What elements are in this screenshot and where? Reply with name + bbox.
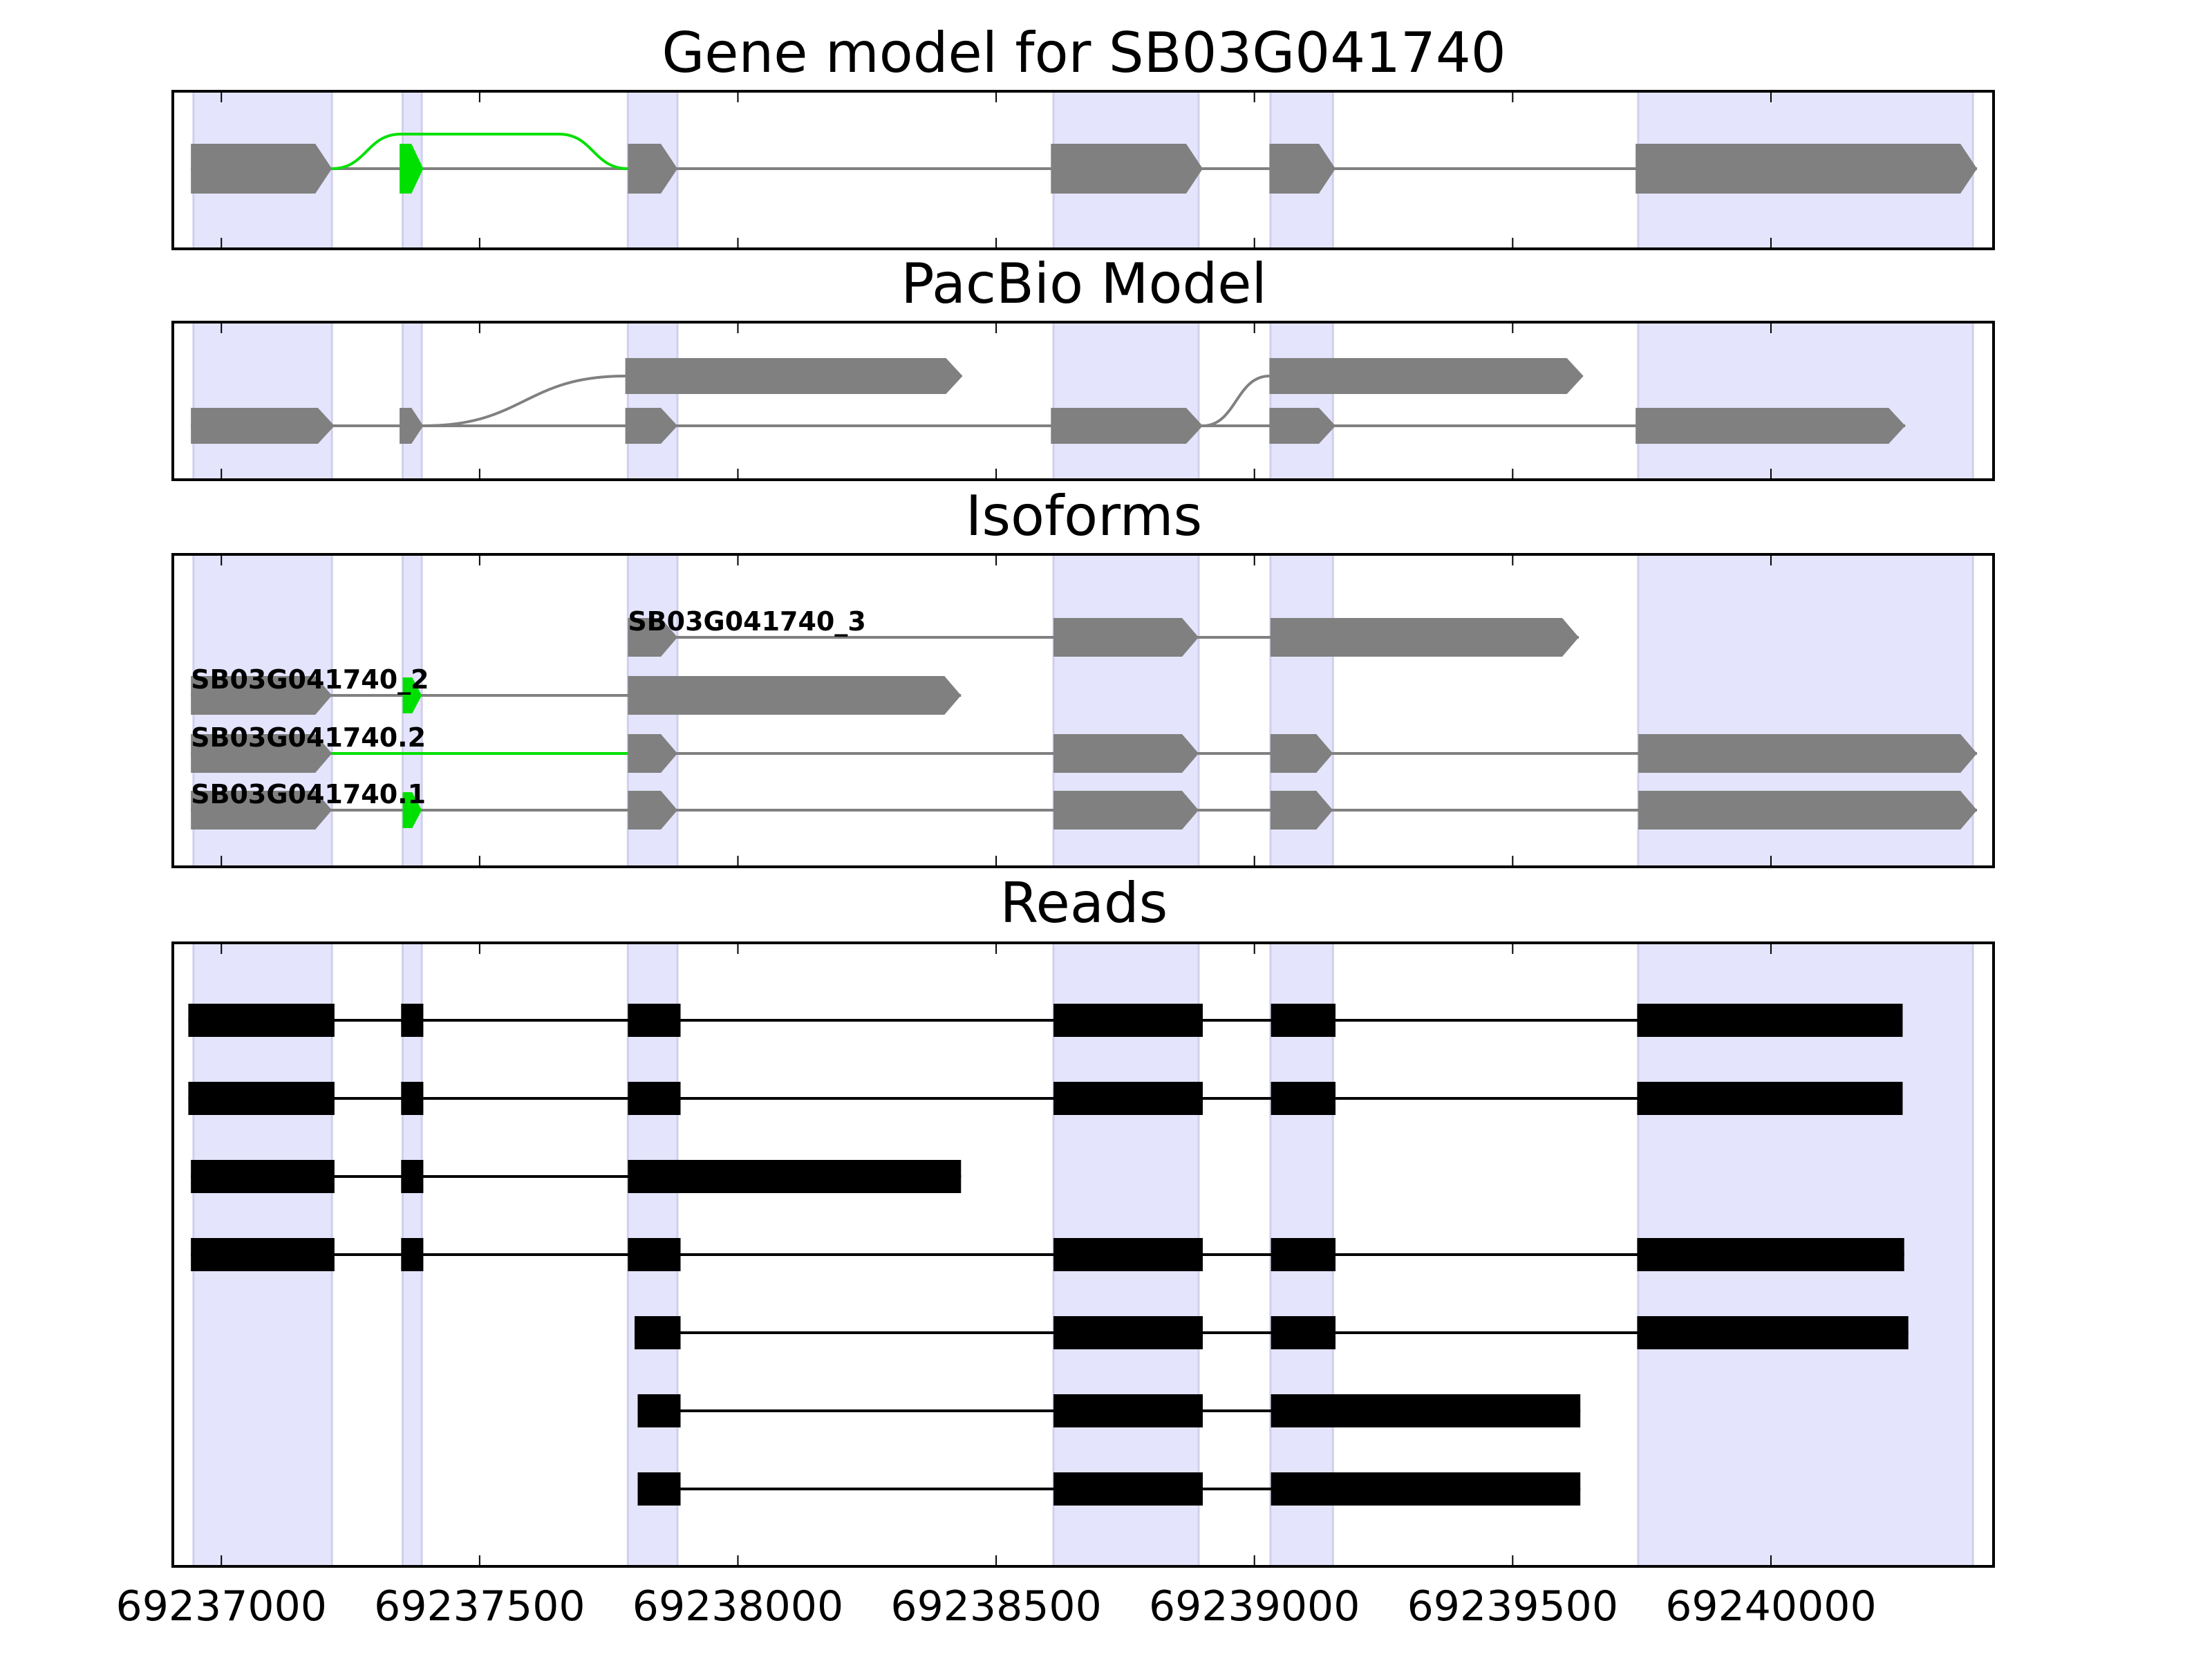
isoform-exon [1053, 791, 1199, 830]
isoform-label: SB03G041740_3 [628, 606, 866, 637]
read-block [637, 1394, 681, 1427]
isoform-exon [1270, 734, 1333, 773]
shaded-exon-region [192, 321, 333, 481]
shaded-exon-region [626, 321, 679, 481]
isoform-exon [1053, 618, 1199, 657]
isoform-exon [191, 791, 332, 830]
isoform-exon [1053, 734, 1199, 773]
pacbio-exon [1269, 358, 1584, 394]
exon [628, 144, 678, 194]
alt-exon [400, 144, 424, 194]
x-tick-label: 69238500 [890, 1582, 1101, 1631]
pacbio-junction-curve [423, 375, 626, 427]
alt-junction-arc [332, 133, 628, 170]
isoform-label: SB03G041740.2 [191, 722, 426, 753]
x-tick-label: 69237500 [374, 1582, 585, 1631]
pacbio-exon [1635, 408, 1906, 444]
title-reads: Reads [1000, 871, 1168, 935]
read-block [1637, 1238, 1904, 1271]
panel-frame [171, 941, 1995, 1568]
isoform-exon [191, 734, 332, 773]
title-isoforms: Isoforms [966, 484, 1202, 548]
read-block [1637, 1082, 1903, 1115]
panel-frame [171, 90, 1995, 250]
x-tick-label: 69238000 [632, 1582, 843, 1631]
panel-frame [171, 321, 1995, 481]
read-block [628, 1160, 962, 1193]
read-block [401, 1238, 424, 1271]
shaded-exon-region [1269, 321, 1334, 481]
isoform-exon [628, 676, 962, 715]
isoform-exon [1270, 791, 1333, 830]
read-block [1271, 1004, 1336, 1037]
read-block [628, 1004, 681, 1037]
pacbio-exon [191, 408, 335, 444]
x-tick-label: 69239000 [1149, 1582, 1360, 1631]
read-block [1053, 1238, 1203, 1271]
pacbio-exon [1051, 408, 1203, 444]
x-tick-label: 69237000 [116, 1582, 327, 1631]
read-block [1053, 1316, 1203, 1349]
read-block [637, 1472, 681, 1506]
read-block [188, 1082, 335, 1115]
isoform-exon [628, 618, 678, 657]
shaded-exon-region [402, 321, 423, 481]
title-gene-model: Gene model for SB03G041740 [662, 21, 1506, 85]
alt-exon [402, 792, 422, 828]
isoform-exon [628, 791, 678, 830]
exon [1635, 144, 1978, 194]
read-block [1053, 1004, 1203, 1037]
read-block [1271, 1238, 1336, 1271]
pacbio-exon [625, 358, 963, 394]
read-block [1053, 1394, 1203, 1427]
read-block [1271, 1316, 1336, 1349]
pacbio-exon [625, 408, 678, 444]
read-block [628, 1238, 681, 1271]
read-block [628, 1082, 681, 1115]
read-block [401, 1082, 424, 1115]
x-tick-label: 69239500 [1407, 1582, 1618, 1631]
isoform-exon [1638, 791, 1978, 830]
read-block [1053, 1472, 1203, 1506]
alt-exon [402, 677, 422, 713]
read-block [1053, 1082, 1203, 1115]
pacbio-exon [1269, 408, 1336, 444]
isoform-exon [1638, 734, 1978, 773]
read-block [1271, 1082, 1336, 1115]
read-block [1637, 1316, 1909, 1349]
isoform-label: SB03G041740_2 [191, 664, 429, 695]
read-block [401, 1160, 424, 1193]
shaded-exon-region [1052, 321, 1200, 481]
read-block [191, 1238, 335, 1271]
isoform-label: SB03G041740.1 [191, 779, 426, 809]
x-tick-label: 69240000 [1665, 1582, 1876, 1631]
isoform-exon [1270, 618, 1579, 657]
pacbio-exon [400, 408, 424, 444]
read-block [1271, 1394, 1581, 1427]
isoform-exon [191, 676, 332, 715]
read-block [635, 1316, 681, 1349]
panel-frame [171, 553, 1995, 868]
shaded-exon-region [1637, 321, 1974, 481]
exon [1269, 144, 1336, 194]
read-block [401, 1004, 424, 1037]
read-block [1271, 1472, 1581, 1506]
exon [191, 144, 332, 194]
pacbio-junction-curve [1202, 375, 1270, 427]
title-pacbio: PacBio Model [901, 252, 1266, 316]
read-block [188, 1004, 335, 1037]
read-block [191, 1160, 335, 1193]
read-block [1637, 1004, 1903, 1037]
isoform-exon [628, 734, 678, 773]
exon [1051, 144, 1203, 194]
